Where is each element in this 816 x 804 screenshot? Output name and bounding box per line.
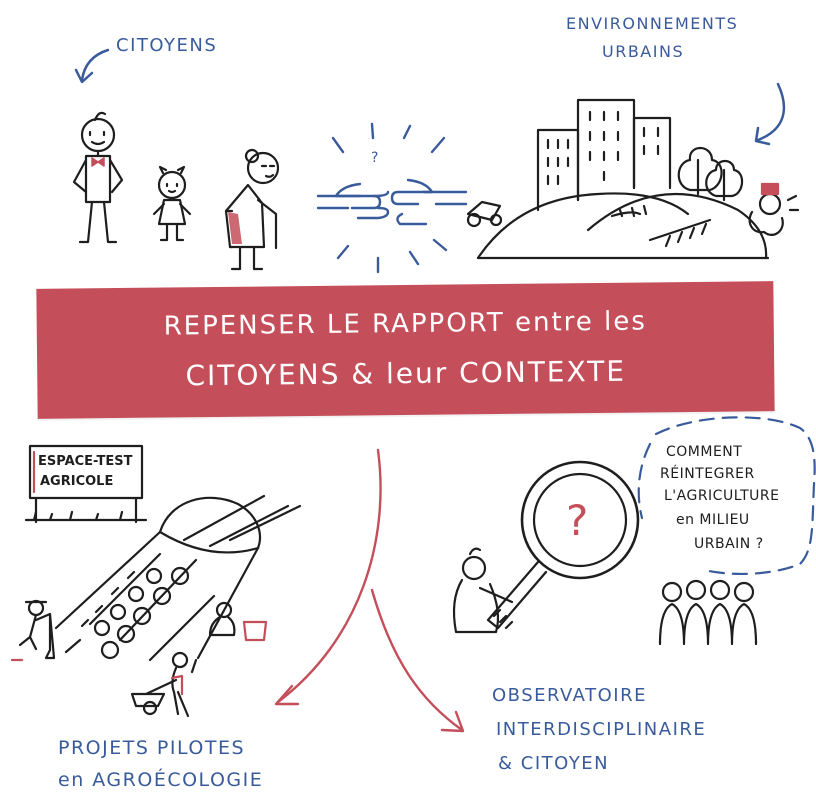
magnifier-illustration: [486, 460, 640, 630]
gardener-kneeling: [208, 601, 268, 642]
output-right-line1: OBSERVATOIRE: [492, 685, 647, 706]
sign-board: [24, 444, 148, 524]
flow-arrow-right-head: [440, 710, 465, 733]
grandmother-dress-shade: [228, 212, 242, 244]
banner-line-2: CITOYENS & leur CONTEXTE: [185, 354, 627, 393]
flow-arrow-left-head: [274, 684, 300, 706]
greenhouse-tunnel: [54, 494, 302, 674]
label-environnements-line1: ENVIRONNEMENTS: [566, 14, 739, 33]
child-figure: [152, 165, 192, 242]
trees: [677, 146, 744, 202]
bow-tie: [91, 157, 105, 167]
flow-arrow-left: [276, 448, 382, 704]
question-bubble-outline: [637, 416, 816, 576]
output-left-line1: PROJETS PILOTES: [58, 737, 246, 759]
output-left-line2: en AGROÉCOLOGIE: [58, 769, 264, 791]
question-line-3: L'AGRICULTURE: [664, 488, 780, 504]
output-right-line2: INTERDISCIPLINAIRE: [496, 719, 707, 740]
output-right-line3: & CITOYEN: [498, 753, 610, 774]
handshake-illustration: [316, 122, 468, 274]
label-environnements-line2: URBAINS: [602, 42, 685, 61]
tractor-figure: [466, 200, 503, 228]
citoyens-arrowhead: [74, 68, 94, 84]
hills: [476, 192, 770, 260]
environnements-arrow: [756, 82, 786, 142]
gardener-left: [10, 599, 56, 662]
label-citoyens: CITOYENS: [116, 35, 218, 56]
question-line-4: en MILIEU: [676, 512, 750, 528]
sign-line-2: AGRICOLE: [40, 474, 114, 489]
sign-line-1: ESPACE-TEST: [38, 454, 133, 469]
citoyens-arrow: [80, 48, 110, 82]
central-banner: REPENSER LE RAPPORT entre les CITOYENS &…: [36, 281, 775, 419]
man-figure: [72, 111, 124, 244]
question-line-2: RÉINTEGRER: [660, 466, 755, 482]
farmer-figure-right: [748, 182, 800, 236]
flow-arrow-right: [370, 588, 464, 732]
question-line-1: COMMENT: [666, 444, 743, 460]
handshake-question-mark: ?: [371, 150, 380, 166]
banner-line-1: REPENSER LE RAPPORT entre les: [163, 306, 647, 342]
wheelbarrow-figure: [130, 651, 190, 718]
grandmother-figure: [224, 148, 280, 271]
environnements-arrowhead: [754, 126, 771, 146]
crop-rows: [80, 552, 216, 662]
observer-figure: [452, 547, 514, 634]
question-line-5: URBAIN ?: [694, 536, 764, 552]
group-of-people: [658, 579, 758, 646]
city-buildings: [536, 98, 672, 212]
magnifier-question-mark: ?: [566, 496, 589, 545]
